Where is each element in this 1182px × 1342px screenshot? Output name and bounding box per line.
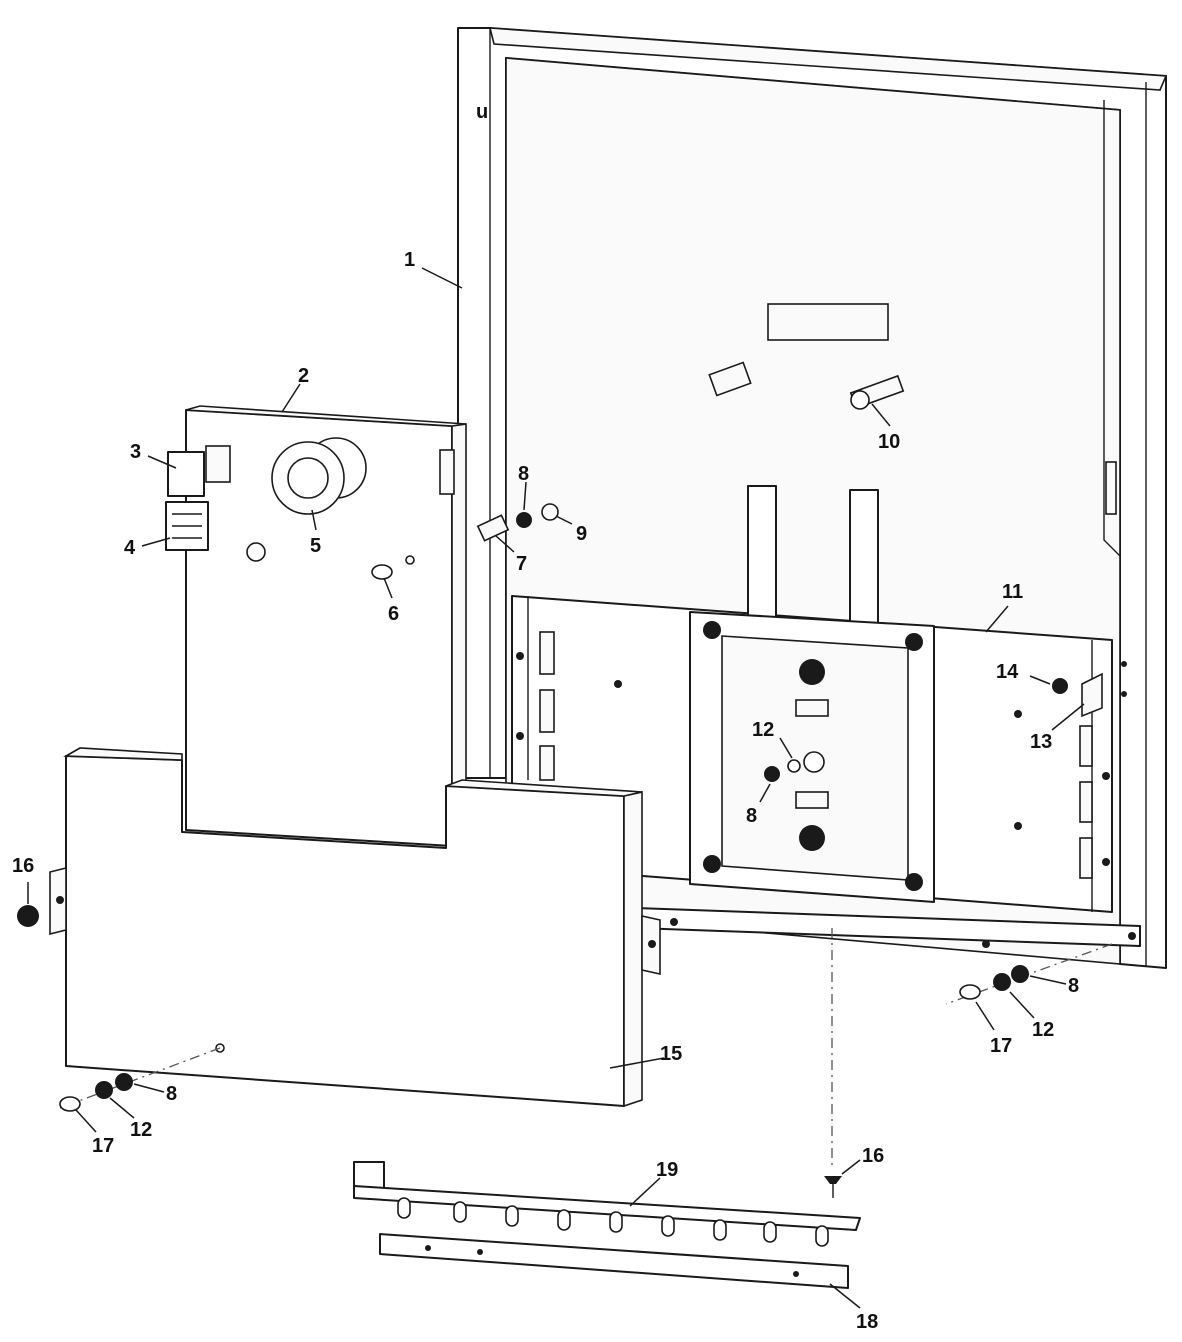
callout-5: 5 [310, 535, 321, 557]
svg-text:u: u [476, 101, 488, 123]
callout-12: 12 [752, 719, 774, 741]
callout-11: 11 [1002, 581, 1023, 603]
callout-9: 9 [576, 523, 587, 545]
bottom-strip [379, 1233, 849, 1289]
callout-8: 8 [746, 805, 757, 827]
callout-16: 16 [12, 855, 34, 877]
callout-14: 14 [996, 661, 1019, 683]
callout-6: 6 [388, 603, 399, 625]
leader-lines [27, 267, 1085, 1309]
callout-8: 8 [1068, 975, 1079, 997]
callout-1: 1 [404, 249, 415, 271]
vertical-tubes [747, 485, 879, 637]
callout-7: 7 [516, 553, 527, 575]
callout-4: 4 [124, 537, 136, 559]
callout-16: 16 [862, 1145, 884, 1167]
callout-17: 17 [990, 1035, 1012, 1057]
callout-8: 8 [518, 463, 529, 485]
hardware-left-16 [17, 905, 39, 927]
callout-2: 2 [298, 365, 309, 387]
callout-10: 10 [878, 431, 900, 453]
callout-17: 17 [92, 1135, 114, 1157]
stud-7-hardware [476, 503, 559, 542]
hook-rail [353, 1161, 861, 1247]
callout-12: 12 [1032, 1019, 1054, 1041]
callout-18: 18 [856, 1311, 878, 1333]
center-bracket [689, 611, 935, 903]
screw-16 [824, 1176, 842, 1198]
hardware-bottom-left [59, 1047, 221, 1112]
callout-19: 19 [656, 1159, 678, 1181]
cover-panel [49, 747, 661, 1108]
control-box [165, 405, 467, 847]
callout-8: 8 [166, 1083, 177, 1105]
hardware-bottom-right [945, 678, 1113, 1005]
stud-10 [708, 361, 905, 410]
callout-labels: 1 2 3 4 5 6 7 8 9 10 11 12 8 14 13 16 8 … [12, 249, 1079, 1333]
callout-3: 3 [130, 441, 141, 463]
callout-15: 15 [660, 1043, 682, 1065]
callout-13: 13 [1030, 731, 1052, 753]
callout-12: 12 [130, 1119, 152, 1141]
